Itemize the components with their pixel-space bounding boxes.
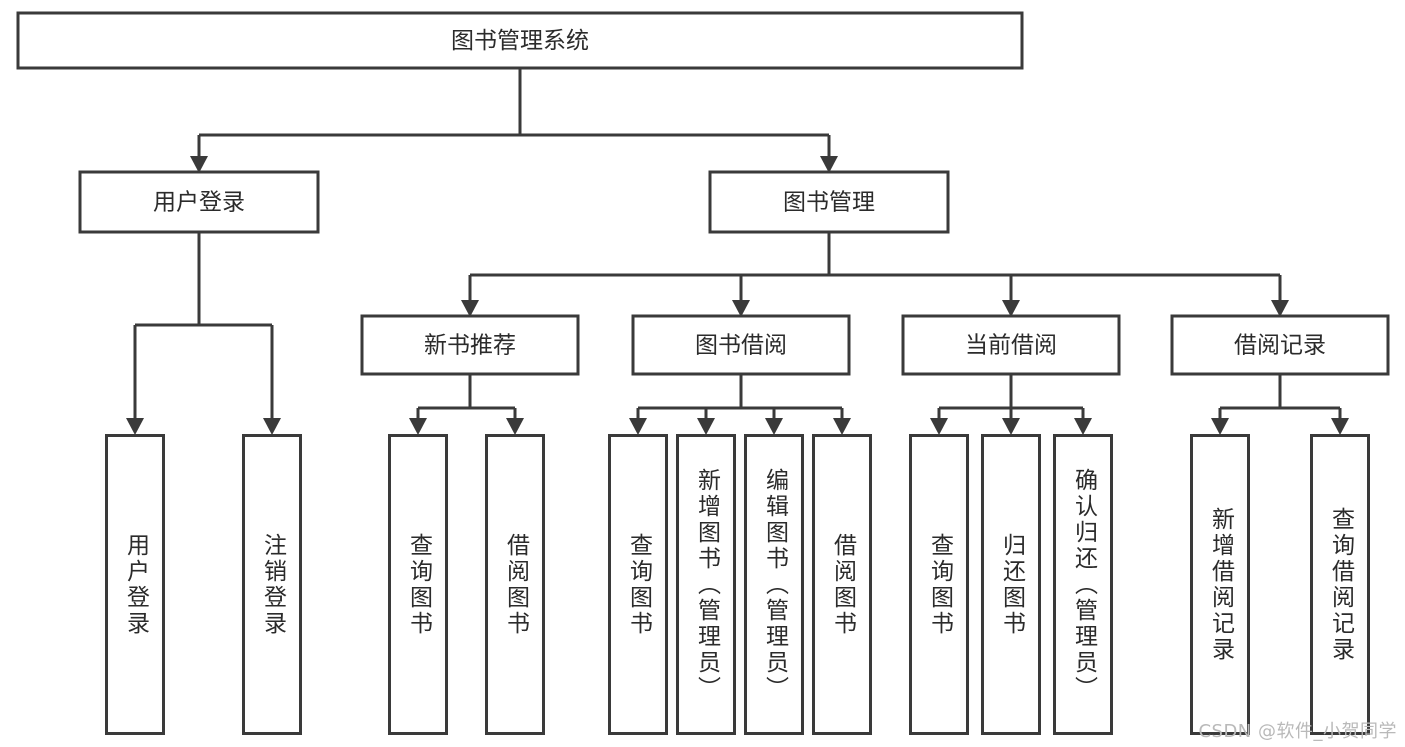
conn-newbook-to-leaves-arrow-0 — [409, 418, 427, 435]
leaf-node-4-查询图书[interactable]: 查询图书 — [608, 434, 668, 735]
conn-userlogin-to-leaves-arrow-1 — [263, 418, 281, 435]
leaf-node-1-label: 注销登录 — [259, 532, 286, 637]
leaf-node-5-新增图书管理员[interactable]: 新增图书（管理员） — [676, 434, 736, 735]
node-l3-0-新书推荐-label: 新书推荐 — [424, 333, 516, 359]
node-l3-3-借阅记录-label: 借阅记录 — [1234, 333, 1326, 359]
conn-record-to-leaves-arrow-0 — [1211, 418, 1229, 435]
conn-bookmgmt-to-l3-arrow-1 — [732, 300, 750, 317]
leaf-node-9-归还图书[interactable]: 归还图书 — [981, 434, 1041, 735]
node-l2-1-图书管理-label: 图书管理 — [783, 190, 875, 216]
node-l3-1-图书借阅[interactable] — [631, 314, 851, 376]
conn-current-to-leaves-arrow-1 — [1002, 418, 1020, 435]
leaf-node-8-查询图书[interactable]: 查询图书 — [909, 434, 969, 735]
conn-userlogin-to-leaves-arrow-0 — [126, 418, 144, 435]
leaf-node-5-label: 新增图书（管理员） — [693, 467, 720, 702]
node-l2-1-图书管理[interactable] — [708, 170, 950, 234]
watermark-text: CSDN @软件_小贺同学 — [1198, 721, 1397, 742]
node-root-图书管理系统-label: 图书管理系统 — [451, 28, 589, 54]
leaf-node-6-label: 编辑图书（管理员） — [761, 467, 788, 702]
boxes-layer — [16, 11, 1390, 376]
leaf-node-11-新增借阅记录[interactable]: 新增借阅记录 — [1190, 434, 1250, 735]
leaf-node-10-确认归还管理员[interactable]: 确认归还（管理员） — [1053, 434, 1113, 735]
leaf-node-11-label: 新增借阅记录 — [1207, 506, 1234, 663]
conn-record-to-leaves-arrow-1 — [1331, 418, 1349, 435]
leaf-node-0-label: 用户登录 — [122, 532, 149, 637]
conn-bookmgmt-to-l3-arrow-3 — [1271, 300, 1289, 317]
leaf-node-12-label: 查询借阅记录 — [1327, 506, 1354, 663]
leaf-node-3-label: 借阅图书 — [502, 532, 529, 637]
conn-current-to-leaves-arrow-2 — [1074, 418, 1092, 435]
connectors-layer — [126, 68, 1349, 435]
conn-borrow-to-leaves-arrow-1 — [697, 418, 715, 435]
leaf-node-0-用户登录[interactable]: 用户登录 — [105, 434, 165, 735]
conn-root-to-l2-arrow-0 — [190, 156, 208, 173]
conn-newbook-to-leaves-arrow-1 — [506, 418, 524, 435]
conn-borrow-to-leaves-arrow-0 — [629, 418, 647, 435]
conn-root-to-l2-arrow-1 — [820, 156, 838, 173]
node-l3-3-借阅记录[interactable] — [1170, 314, 1390, 376]
leaf-node-6-编辑图书管理员[interactable]: 编辑图书（管理员） — [744, 434, 804, 735]
conn-borrow-to-leaves-arrow-2 — [765, 418, 783, 435]
leaf-node-2-查询图书[interactable]: 查询图书 — [388, 434, 448, 735]
conn-current-to-leaves-arrow-0 — [930, 418, 948, 435]
node-l3-2-当前借阅[interactable] — [901, 314, 1121, 376]
leaf-node-3-借阅图书[interactable]: 借阅图书 — [485, 434, 545, 735]
leaf-node-12-查询借阅记录[interactable]: 查询借阅记录 — [1310, 434, 1370, 735]
leaf-node-7-借阅图书[interactable]: 借阅图书 — [812, 434, 872, 735]
leaf-node-8-label: 查询图书 — [926, 532, 953, 637]
leaf-node-7-label: 借阅图书 — [829, 532, 856, 637]
conn-bookmgmt-to-l3-arrow-2 — [1002, 300, 1020, 317]
node-l3-0-新书推荐[interactable] — [360, 314, 580, 376]
leaf-node-10-label: 确认归还（管理员） — [1070, 467, 1097, 702]
conn-borrow-to-leaves-arrow-3 — [833, 418, 851, 435]
leaf-node-2-label: 查询图书 — [405, 532, 432, 637]
conn-bookmgmt-to-l3-arrow-0 — [461, 300, 479, 317]
node-root-图书管理系统[interactable] — [16, 11, 1024, 70]
node-l2-0-用户登录-label: 用户登录 — [153, 190, 245, 216]
node-l3-2-当前借阅-label: 当前借阅 — [965, 333, 1057, 359]
leaf-node-1-注销登录[interactable]: 注销登录 — [242, 434, 302, 735]
node-l3-1-图书借阅-label: 图书借阅 — [695, 333, 787, 359]
leaf-node-9-label: 归还图书 — [998, 532, 1025, 637]
leaf-node-4-label: 查询图书 — [625, 532, 652, 637]
node-l2-0-用户登录[interactable] — [78, 170, 320, 234]
